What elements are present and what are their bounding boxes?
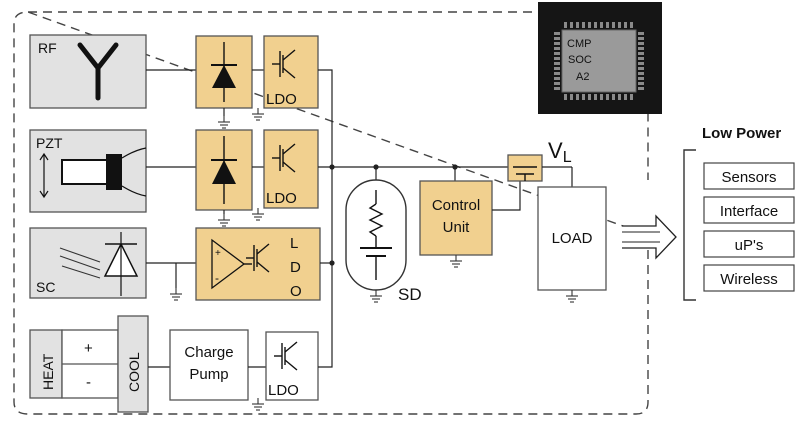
low-power-title: Low Power xyxy=(702,125,781,142)
battery-icon xyxy=(360,190,392,280)
ldo-thermo-label: LDO xyxy=(268,382,299,399)
piezo-icon xyxy=(39,147,147,199)
sc-source: SC xyxy=(29,227,147,299)
ldo-rf-label: LDO xyxy=(266,91,297,108)
ldo-sc-d: D xyxy=(290,259,301,276)
load: LOAD xyxy=(537,186,607,291)
cool-label: COOL xyxy=(126,352,142,392)
sc-label: SC xyxy=(36,279,55,295)
sd-label: SD xyxy=(398,285,422,304)
low-power-item-ups xyxy=(703,230,795,258)
control-unit-line2: Unit xyxy=(443,219,471,236)
rf-source: RF xyxy=(29,34,147,109)
ldo-rf: LDO xyxy=(263,35,319,109)
low-power-item-label: uP's xyxy=(735,237,764,254)
thermo-source: HEAT + - COOL xyxy=(29,315,149,413)
svg-text:-: - xyxy=(215,271,219,285)
rectifier-pzt xyxy=(195,129,253,211)
control-unit: Control Unit xyxy=(419,180,493,256)
minus-label: - xyxy=(86,374,91,391)
charge-pump-line1: Charge xyxy=(184,344,233,361)
power-switch xyxy=(507,154,543,182)
pzt-label: PZT xyxy=(36,135,63,151)
heat-label: HEAT xyxy=(40,353,56,390)
photodiode-icon xyxy=(59,232,139,296)
charge-pump: Charge Pump xyxy=(169,329,249,401)
pzt-source: PZT xyxy=(29,129,147,213)
chip-marking-3: A2 xyxy=(576,71,589,83)
low-power-item-interface xyxy=(703,196,795,224)
low-power-group: Low Power Sensors Interface uP's Wireles… xyxy=(683,125,795,301)
chip-marking-1: CMP xyxy=(567,38,591,50)
opamp-icon: + - xyxy=(211,238,252,290)
diode-icon xyxy=(211,42,237,102)
rf-label: RF xyxy=(38,40,57,56)
mosfet-icon xyxy=(513,166,537,181)
low-power-item-label: Wireless xyxy=(720,271,778,288)
chip-marking-2: SOC xyxy=(568,54,592,66)
storage-device xyxy=(345,179,407,291)
svg-text:+: + xyxy=(215,248,221,259)
chip-photo: CMP SOC A2 xyxy=(538,2,662,114)
ldo-pzt-label: LDO xyxy=(266,190,297,207)
arrow-right-icon xyxy=(622,214,677,260)
ldo-sc-o: O xyxy=(290,283,302,300)
rectifier-rf xyxy=(195,35,253,109)
low-power-item-sensors xyxy=(703,162,795,190)
load-label: LOAD xyxy=(552,230,593,247)
diode-icon xyxy=(211,136,237,204)
ldo-sc-l: L xyxy=(290,235,298,252)
antenna-icon xyxy=(77,42,119,101)
rail-label: VL xyxy=(548,138,572,166)
ldo-thermo: LDO xyxy=(265,331,319,401)
ldo-sc: + - L D O xyxy=(195,227,321,301)
control-unit-line1: Control xyxy=(432,197,480,214)
chip-pins xyxy=(554,22,644,100)
charge-pump-line2: Pump xyxy=(189,366,228,383)
low-power-item-wireless xyxy=(703,264,795,292)
low-power-item-label: Sensors xyxy=(721,169,776,186)
ldo-pzt: LDO xyxy=(263,129,319,209)
low-power-item-label: Interface xyxy=(720,203,778,220)
plus-label: + xyxy=(84,340,93,357)
